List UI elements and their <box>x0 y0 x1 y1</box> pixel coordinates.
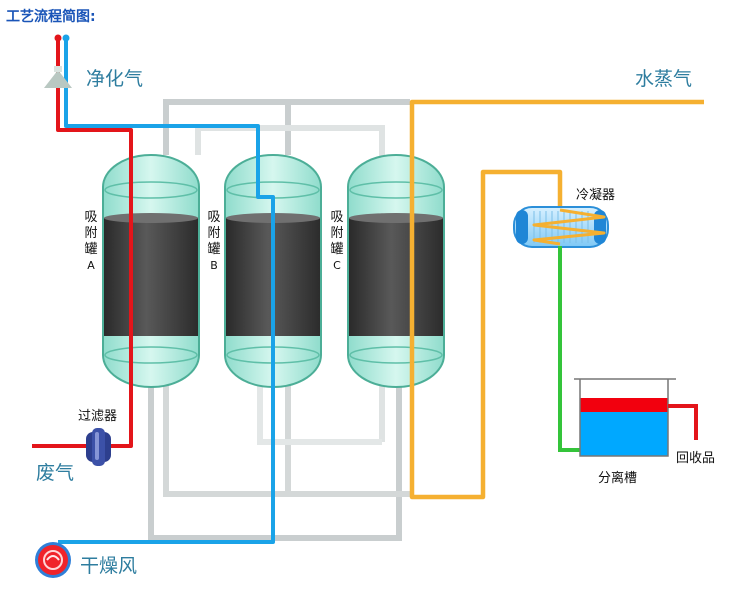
filter-icon <box>86 428 111 466</box>
tank-b-char-2: 附 <box>207 226 221 241</box>
vent-cone-icon <box>44 66 72 88</box>
condenser <box>513 206 609 248</box>
adsorption-tank-a <box>102 154 200 388</box>
filter-label: 过滤器 <box>78 409 118 424</box>
tank-a-label: 吸 附 罐 A <box>84 210 98 274</box>
steam-line <box>409 99 704 500</box>
tank-c-suffix: C <box>333 259 341 272</box>
condensate-line <box>558 246 580 452</box>
tank-b-suffix: B <box>210 259 218 272</box>
tank-a-suffix: A <box>87 259 95 272</box>
tank-b-char-3: 罐 <box>207 242 221 257</box>
tank-a-char-2: 附 <box>84 226 98 241</box>
separator-label: 分离槽 <box>598 471 638 486</box>
tank-a-char-3: 罐 <box>84 242 98 257</box>
frame-pipes <box>148 99 410 541</box>
tank-c-label: 吸 附 罐 C <box>330 210 344 274</box>
dry-air-line <box>58 38 275 544</box>
page-title: 工艺流程简图: <box>6 9 96 25</box>
tank-a-char-1: 吸 <box>84 210 98 225</box>
steam-label: 水蒸气 <box>635 68 693 90</box>
fan-icon <box>35 542 71 578</box>
tank-b-char-1: 吸 <box>207 210 221 225</box>
recovery-line <box>668 404 698 440</box>
waste-gas-end-marker <box>54 34 62 42</box>
waste-gas-label: 废气 <box>36 462 75 484</box>
dry-air-end-marker <box>62 34 70 42</box>
adsorption-tank-c <box>347 154 445 388</box>
tank-c-char-1: 吸 <box>330 210 344 225</box>
recovered-label: 回收品 <box>676 451 716 466</box>
tank-c-char-2: 附 <box>330 226 344 241</box>
condenser-label: 冷凝器 <box>576 188 616 203</box>
tank-c-char-3: 罐 <box>330 242 344 257</box>
tank-b-label: 吸 附 罐 B <box>207 210 221 274</box>
separator-tank <box>574 378 676 457</box>
dry-air-label: 干燥风 <box>80 555 138 577</box>
clean-gas-label: 净化气 <box>86 68 144 90</box>
